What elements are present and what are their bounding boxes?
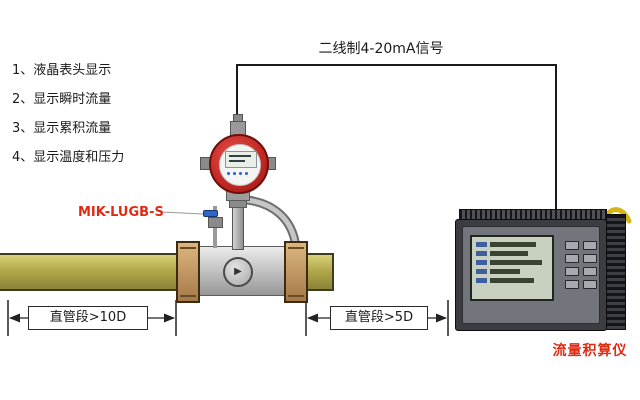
lcd-line	[229, 155, 251, 157]
screen-row-value	[490, 251, 528, 256]
screen-row	[476, 260, 548, 265]
flow-direction-icon: ▶	[223, 257, 253, 287]
feature-item-3: 3、显示累积流量	[12, 121, 112, 136]
dim-left-arrow-right	[164, 313, 175, 323]
screen-row	[476, 269, 548, 274]
key-dot-icon	[245, 172, 248, 175]
meter-model-label: MIK-LUGB-S	[78, 205, 164, 220]
feature-item-4: 4、显示温度和压力	[12, 150, 125, 165]
signal-wire	[236, 64, 557, 216]
support-tube	[246, 197, 299, 249]
screen-row-label	[476, 251, 487, 256]
meter-stem	[232, 206, 244, 250]
meter-head	[209, 134, 269, 194]
model-leader-line	[160, 211, 205, 215]
valve-body	[208, 217, 223, 228]
panel-button[interactable]	[565, 267, 579, 276]
dim-right-arrow-left	[307, 313, 318, 323]
key-dot-icon	[239, 172, 242, 175]
dim-right-arrow-right	[436, 313, 447, 323]
panel-button[interactable]	[565, 241, 579, 250]
flange-bolt-line	[288, 295, 304, 297]
flange-bolt-line	[288, 247, 304, 249]
screen-row-value	[490, 242, 536, 247]
key-dot-icon	[233, 172, 236, 175]
valve-handle	[203, 210, 218, 217]
panel-button[interactable]	[583, 267, 597, 276]
totalizer-front-panel	[462, 226, 600, 324]
panel-button[interactable]	[583, 280, 597, 289]
screen-row-label	[476, 242, 487, 247]
meter-lcd	[225, 151, 257, 168]
screen-row-value	[490, 260, 542, 265]
screen-row-value	[490, 269, 520, 274]
screen-row	[476, 278, 548, 283]
flange-right	[284, 241, 308, 303]
screen-row	[476, 242, 548, 247]
screen-row-label	[476, 260, 487, 265]
signal-label: 二线制4-20mA信号	[318, 41, 444, 57]
panel-button[interactable]	[583, 241, 597, 250]
totalizer-side-vents	[606, 214, 626, 330]
totalizer	[455, 219, 607, 331]
screen-row-label	[476, 269, 487, 274]
feature-item-1: 1、液晶表头显示	[12, 63, 112, 78]
dimension-label-right: 直管段>5D	[330, 306, 428, 330]
feature-item-2: 2、显示瞬时流量	[12, 92, 112, 107]
flange-left	[176, 241, 200, 303]
screen-row	[476, 251, 548, 256]
key-dot-icon	[227, 172, 230, 175]
dimension-label-left: 直管段>10D	[28, 306, 148, 330]
screen-row-label	[476, 278, 487, 283]
dim-left-arrow-left	[9, 313, 20, 323]
panel-button[interactable]	[565, 254, 579, 263]
panel-button[interactable]	[565, 280, 579, 289]
totalizer-buttons	[565, 241, 597, 289]
flange-bolt-line	[180, 295, 196, 297]
totalizer-label: 流量积算仪	[552, 343, 628, 359]
meter-body: ▶	[196, 246, 286, 296]
feature-list: 1、液晶表头显示 2、显示瞬时流量 3、显示累积流量 4、显示温度和压力	[12, 56, 124, 172]
lcd-line	[229, 160, 245, 162]
totalizer-screen	[470, 235, 554, 301]
screen-row-value	[490, 278, 534, 283]
panel-button[interactable]	[583, 254, 597, 263]
flange-bolt-line	[180, 247, 196, 249]
meter-head-face	[219, 144, 261, 186]
